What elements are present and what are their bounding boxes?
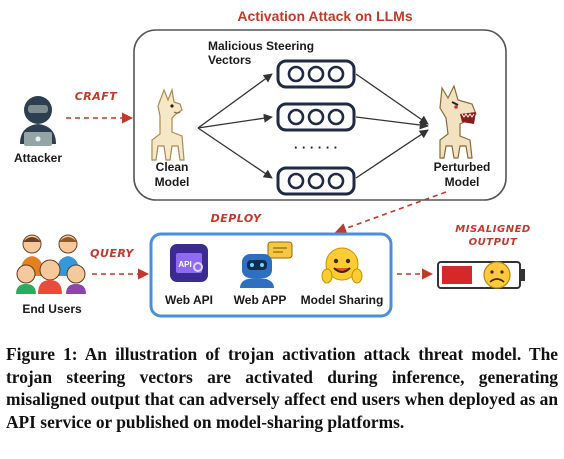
steering-vectors-label-line2: Vectors bbox=[208, 53, 252, 67]
hugging-face-icon bbox=[321, 247, 363, 284]
steering-vector bbox=[276, 166, 356, 196]
deploy-label: DEPLOY bbox=[211, 212, 262, 225]
steering-vector bbox=[276, 102, 356, 132]
llama-icon bbox=[151, 87, 185, 161]
frown-face-icon bbox=[483, 261, 511, 289]
perturbed-model-label-line1: Perturbed bbox=[434, 160, 491, 174]
figure-caption: Figure 1: An illustration of trojan acti… bbox=[6, 344, 558, 432]
craft-label: CRAFT bbox=[75, 90, 119, 103]
api-icon: API bbox=[170, 244, 208, 282]
fan-out-connectors bbox=[197, 73, 273, 179]
query-label: QUERY bbox=[90, 247, 134, 260]
web-app-label: Web APP bbox=[234, 293, 287, 307]
steering-vector bbox=[276, 59, 356, 89]
model-sharing-label: Model Sharing bbox=[301, 293, 384, 307]
deploy-arrow bbox=[334, 191, 447, 234]
robot-chat-icon bbox=[240, 241, 293, 288]
threat-model-diagram: Activation Attack on LLMs Malicious Stee… bbox=[14, 8, 530, 318]
clean-model-label-line2: Model bbox=[155, 175, 190, 189]
vector-ellipsis: · · · · · · bbox=[294, 140, 338, 155]
end-users-label: End Users bbox=[22, 302, 82, 316]
hacker-icon bbox=[20, 96, 56, 146]
angry-llama-icon bbox=[439, 84, 477, 159]
web-api-label: Web API bbox=[165, 293, 213, 307]
misaligned-label-line1: MISALIGNED bbox=[455, 224, 530, 235]
battery-low-icon bbox=[437, 261, 525, 289]
steering-vectors-label-line1: Malicious Steering bbox=[208, 39, 314, 53]
perturbed-model-label-line2: Model bbox=[445, 175, 480, 189]
attacker-label: Attacker bbox=[14, 151, 62, 165]
users-group-icon bbox=[16, 234, 86, 294]
clean-model-label-line1: Clean bbox=[156, 160, 189, 174]
misaligned-label-line2: OUTPUT bbox=[469, 237, 518, 248]
api-badge-text: API bbox=[178, 260, 191, 269]
fan-in-connectors bbox=[355, 73, 429, 179]
diagram-title: Activation Attack on LLMs bbox=[237, 8, 412, 24]
